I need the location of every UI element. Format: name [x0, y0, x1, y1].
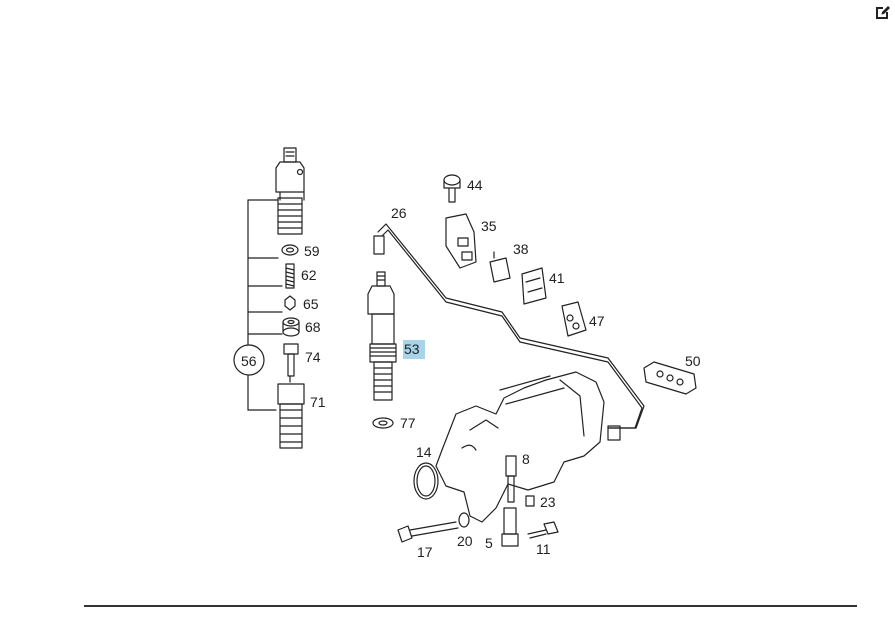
callout-highlight-53 — [403, 340, 425, 359]
callout-65[interactable]: 65 — [303, 296, 319, 312]
part-nozzle-74[interactable] — [283, 343, 299, 383]
callout-20[interactable]: 20 — [457, 533, 473, 549]
part-clip-38[interactable] — [489, 251, 511, 283]
bottom-divider — [84, 605, 857, 607]
callout-26[interactable]: 26 — [391, 205, 407, 221]
callout-8[interactable]: 8 — [522, 451, 530, 467]
part-oring-14[interactable] — [413, 462, 439, 500]
part-fitting-5[interactable] — [501, 507, 519, 547]
edit-button[interactable] — [874, 3, 892, 21]
callout-38[interactable]: 38 — [513, 241, 529, 257]
part-bolt-44[interactable] — [443, 174, 461, 203]
callout-77[interactable]: 77 — [400, 415, 416, 431]
part-nut-23[interactable] — [525, 495, 535, 507]
part-bracket-35[interactable] — [445, 213, 477, 269]
part-fuel-line-26[interactable] — [373, 223, 645, 441]
part-valve-8[interactable] — [505, 455, 517, 503]
edit-icon — [876, 6, 890, 19]
part-bolt-17[interactable] — [397, 521, 459, 543]
part-injector-holder[interactable] — [275, 147, 305, 235]
callout-17[interactable]: 17 — [417, 544, 433, 560]
callout-23[interactable]: 23 — [540, 494, 556, 510]
callout-59[interactable]: 59 — [304, 243, 320, 259]
part-spacer-68[interactable] — [282, 317, 300, 337]
part-injector-53[interactable] — [367, 271, 397, 401]
part-clamp-41[interactable] — [521, 267, 547, 305]
part-spring-62[interactable] — [285, 263, 295, 289]
part-washer-59[interactable] — [281, 244, 299, 256]
callout-56[interactable]: 56 — [241, 353, 257, 369]
callout-41[interactable]: 41 — [549, 270, 565, 286]
callout-5[interactable]: 5 — [485, 535, 493, 551]
callout-50[interactable]: 50 — [685, 353, 701, 369]
callout-68[interactable]: 68 — [305, 319, 321, 335]
part-clamp-47[interactable] — [561, 301, 587, 337]
callout-47[interactable]: 47 — [589, 313, 605, 329]
part-holder-50[interactable] — [643, 361, 697, 395]
part-pin-65[interactable] — [284, 295, 296, 311]
part-injection-pump[interactable] — [435, 371, 605, 523]
callout-62[interactable]: 62 — [301, 267, 317, 283]
callout-74[interactable]: 74 — [305, 349, 321, 365]
callout-circle-56 — [233, 344, 265, 376]
part-screw-11[interactable] — [527, 521, 559, 539]
bracket-56 — [247, 199, 283, 411]
part-nozzle-nut-71[interactable] — [277, 383, 305, 449]
part-washer-77[interactable] — [372, 417, 394, 429]
callout-44[interactable]: 44 — [467, 177, 483, 193]
callout-14[interactable]: 14 — [416, 444, 432, 460]
callout-53[interactable]: 53 — [404, 341, 420, 357]
callout-11[interactable]: 11 — [536, 541, 551, 557]
callout-71[interactable]: 71 — [310, 394, 326, 410]
part-washer-20[interactable] — [458, 512, 470, 528]
callout-35[interactable]: 35 — [481, 218, 497, 234]
